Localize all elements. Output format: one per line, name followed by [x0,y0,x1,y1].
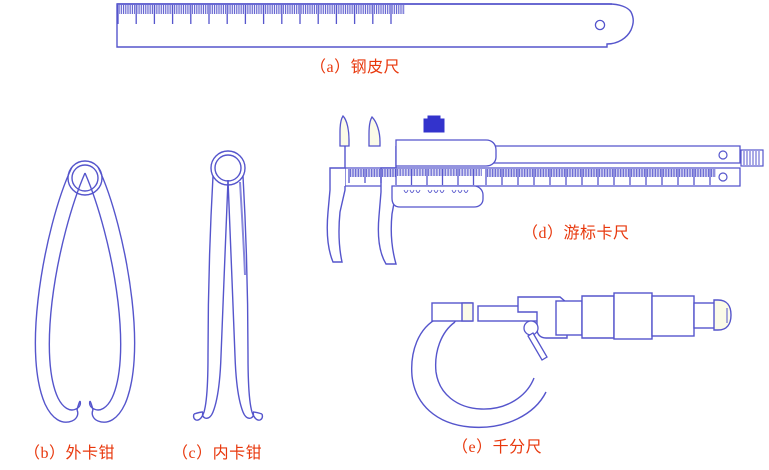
caliper-fixed-inside-knife [339,114,350,147]
caption-steel-rule: （a）钢皮尺 [310,59,401,76]
caliper-vernier-plate [391,185,484,208]
steel-rule-hanging-hole [594,19,606,31]
inside-caliper-pivot-inner [214,154,242,182]
figure-inside-caliper [192,150,264,421]
steel-rule-body [116,3,634,48]
micrometer-thimble[interactable] [613,292,653,340]
caliper-locking-screw-cap[interactable] [427,115,441,122]
caliper-beam-hole-upper [718,150,728,160]
micrometer-frame-inner [434,321,535,410]
figure-vernier-caliper [326,114,764,265]
caliper-beam-upper [454,145,741,164]
figure-outside-caliper [34,160,136,423]
caliper-depth-rod-knurl [743,151,760,165]
inside-caliper-left-tip [193,411,204,415]
figure-micrometer [411,292,732,429]
outside-caliper-left-leg-outer [34,166,79,423]
inside-caliper-right-leg-outer [242,175,264,421]
micrometer-ratchet-knob[interactable] [713,299,732,331]
micrometer-lock-pivot[interactable] [523,320,539,336]
micrometer-lock-lever[interactable] [527,332,548,361]
figure-steel-rule [116,3,634,48]
outside-caliper-left-leg-inner [48,172,86,411]
outside-caliper-pivot-inner [71,164,99,192]
micrometer-thimble-body[interactable] [651,295,695,337]
caption-micrometer: （e）千分尺 [452,439,543,456]
caliper-sliding-inside-knife [368,115,381,147]
caliper-vernier-graduations [395,169,482,185]
inside-caliper-shading [239,181,246,276]
caliper-fixed-jaw [326,131,346,263]
outside-caliper-right-tip [89,400,94,411]
outside-caliper-left-tip [76,400,81,411]
micrometer-sleeve-collar [555,300,583,336]
inside-caliper-left-leg-inner [201,179,229,419]
caption-vernier-caliper: （d）游标卡尺 [522,225,630,242]
caption-inside-caliper: （c）内卡钳 [172,445,263,462]
inside-caliper-pivot-outer [210,150,246,186]
micrometer-anvil-face [461,302,474,322]
caliper-main-scale-graduations [348,169,716,185]
caption-outside-caliper: （b）外卡钳 [24,445,116,462]
inside-caliper-right-tip [252,411,263,415]
caliper-vernier-engraving [403,189,469,193]
micrometer-barrel [581,295,615,339]
outside-caliper-pivot-outer [67,160,103,196]
steel-rule-graduations [117,5,405,24]
micrometer-frame-outer [411,317,547,429]
outside-caliper-right-leg-inner [84,172,122,411]
caliper-slider-body [395,139,497,167]
outside-caliper-right-leg-outer [91,166,136,423]
caliper-beam-hole-lower [718,172,728,182]
inside-caliper-left-leg-outer [192,175,214,421]
inside-caliper-right-leg-inner [227,179,255,419]
